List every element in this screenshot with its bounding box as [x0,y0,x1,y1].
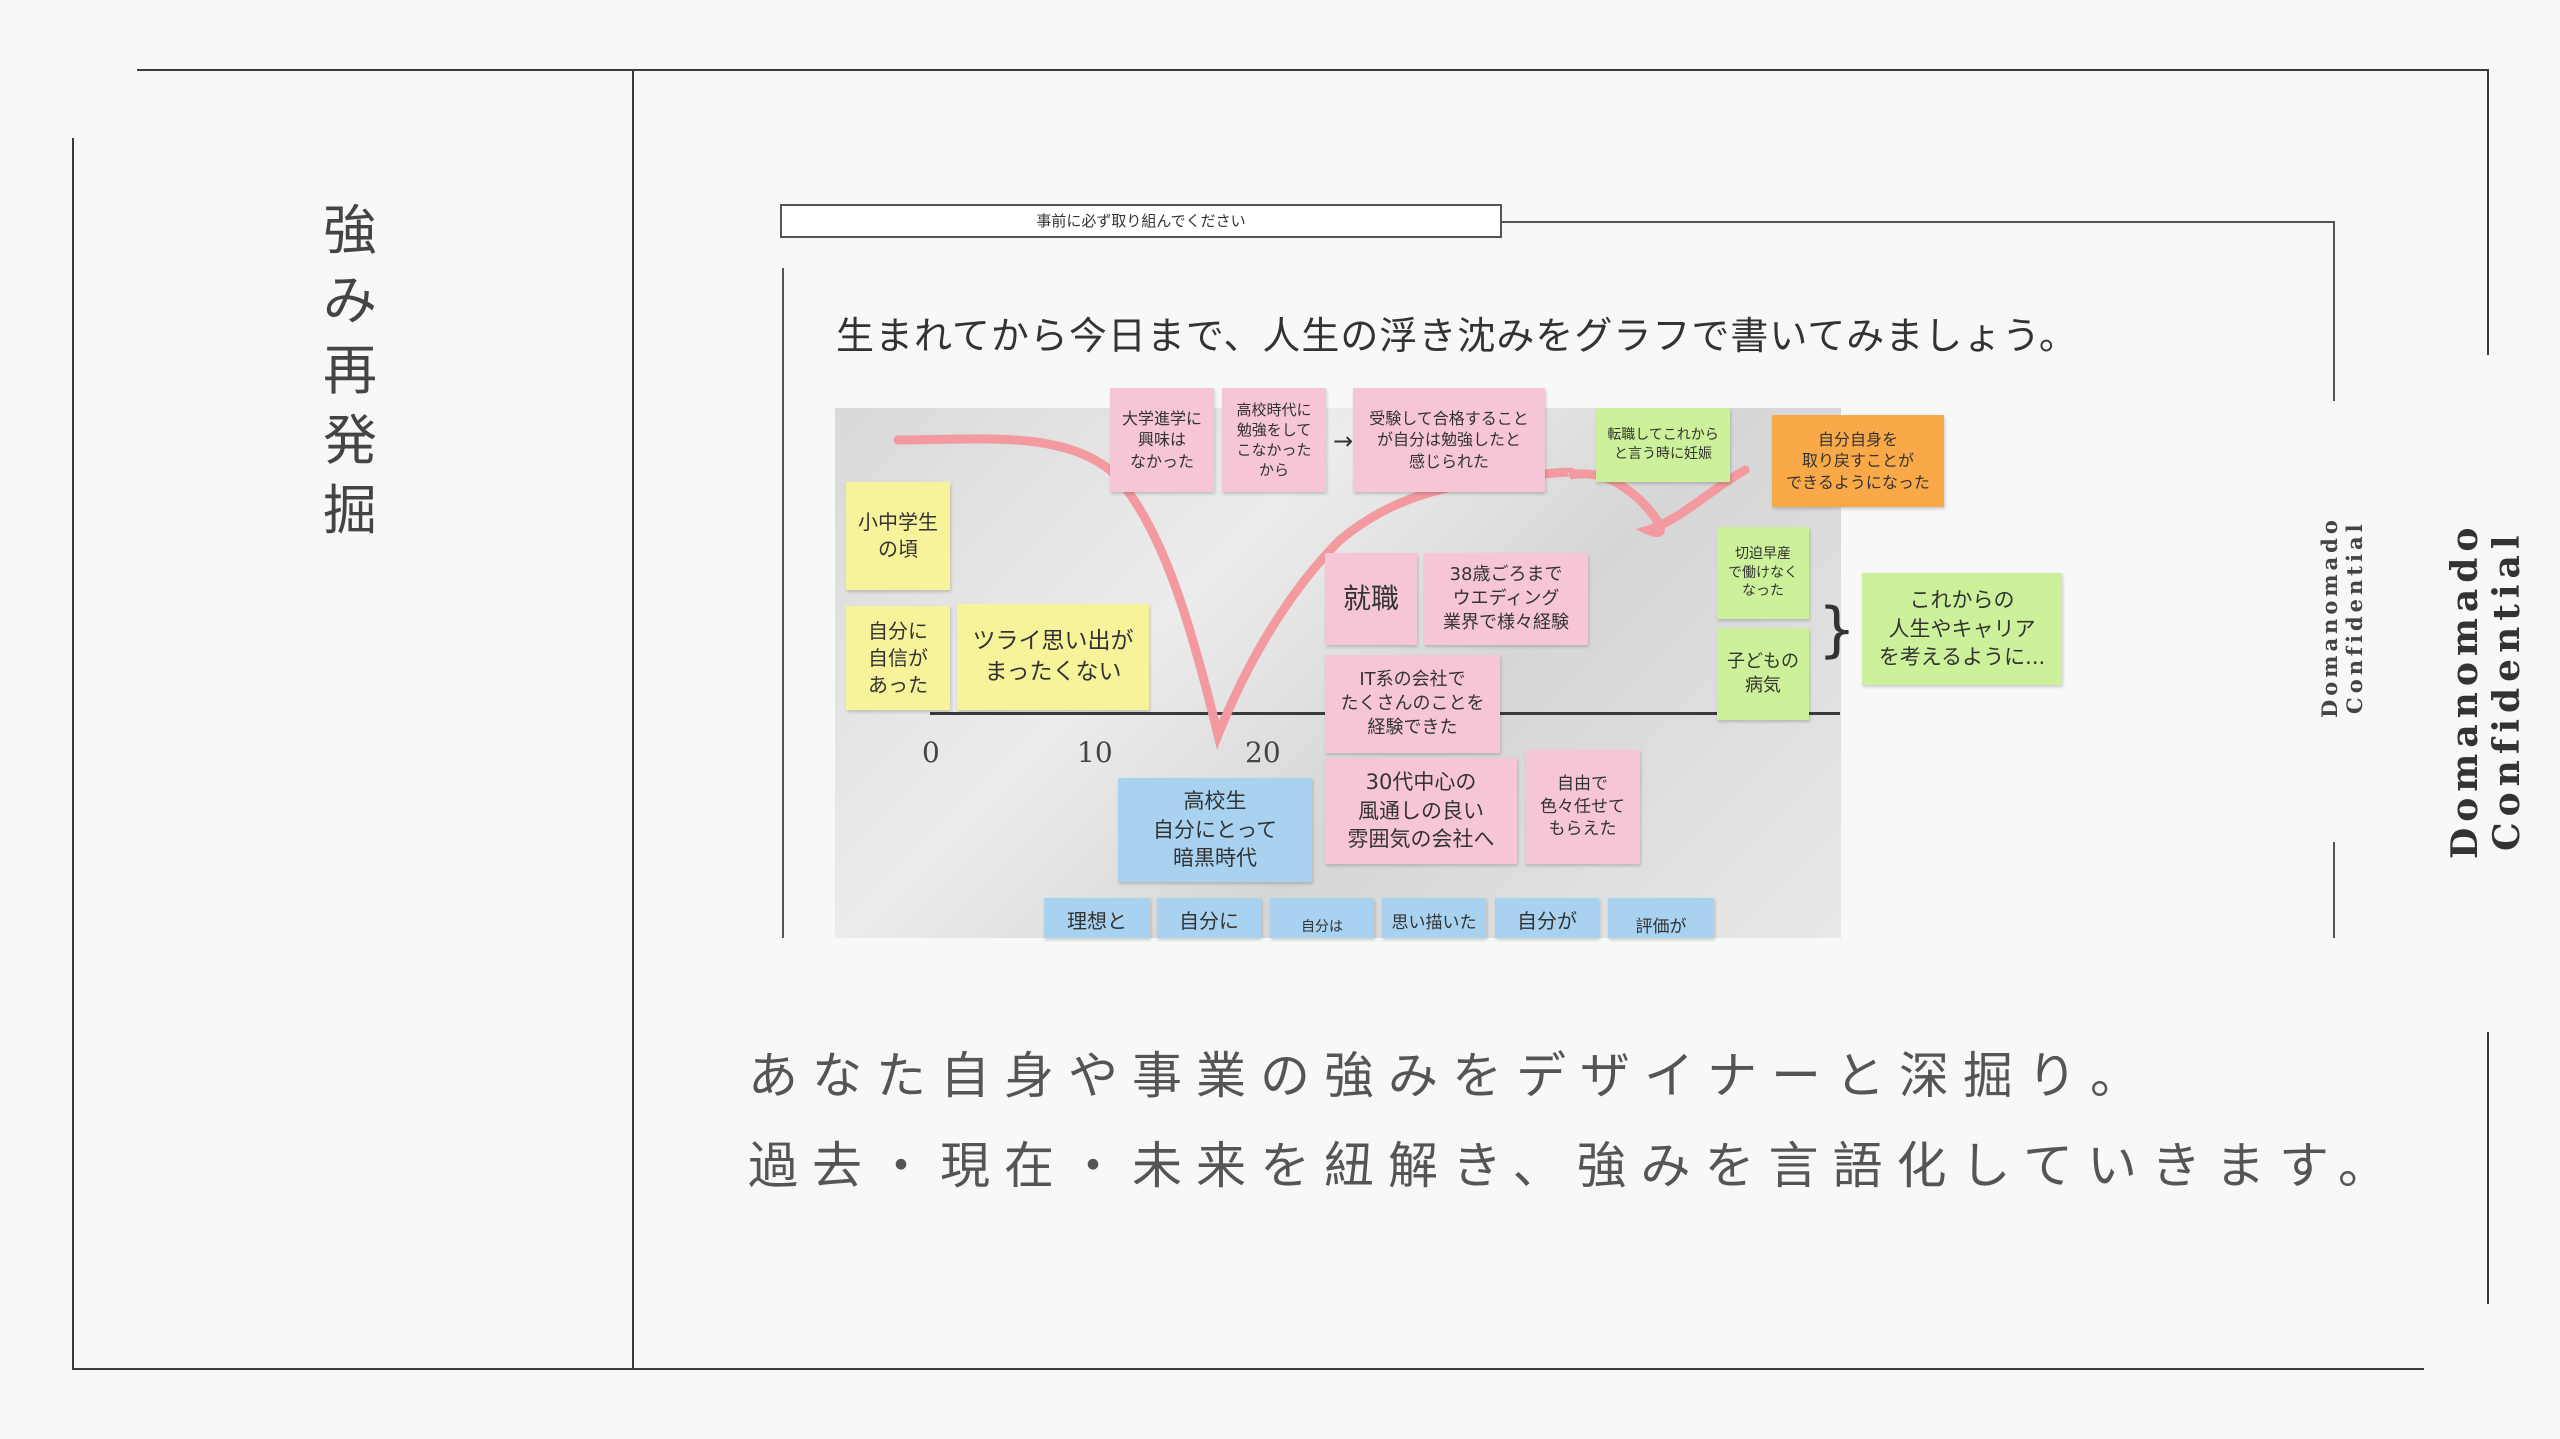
worksheet-left-line [782,268,784,938]
note-it-company: IT系の会社で たくさんのことを 経験できた [1325,655,1500,753]
worksheet-right-line-bottom [2333,842,2335,938]
note-early-birth: 切迫早産 で働けなく なった [1717,527,1809,619]
axis-tick: 10 [1077,736,1113,769]
note-thirties-company: 30代中心の 風通しの良い 雰囲気の会社へ [1325,758,1517,864]
frame-bottom-line [72,1368,2424,1370]
frame-top-line [137,69,2489,71]
worksheet-top-line [1502,221,2335,223]
note-bottom: 自分に [1157,898,1261,938]
note-employment: 就職 [1325,553,1417,645]
note-high-school: 高校生 自分にとって 暗黒時代 [1118,778,1312,882]
note-no-hard-memories: ツライ思い出が まったくない [957,604,1149,710]
note-no-study: 高校時代に 勉強をして こなかった から [1222,388,1326,492]
note-freedom: 自由で 色々任せて もらえた [1525,750,1640,864]
note-bottom: 評価が [1608,898,1714,938]
caption-line-1: あなた自身や事業の強みをデザイナーと深掘り。 [748,1047,2154,1105]
note-bottom: 思い描いた [1382,898,1486,938]
worksheet-right-line-top [2333,221,2335,401]
note-self-recovery: 自分自身を 取り戻すことが できるようになった [1772,415,1944,507]
axis-tick: 20 [1245,736,1281,769]
sidebar-divider [632,69,634,1370]
title-char: 掘 [323,479,377,542]
frame-left-line [72,138,74,1370]
note-passed-exam: 受験して合格すること が自分は勉強したと 感じられた [1353,388,1545,492]
caption-line-2: 過去・現在・未来を紐解き、強みを言語化していきます。 [748,1137,2402,1195]
confidential-watermark-large: Domanomado Confidential [2444,521,2528,859]
title-char: 発 [323,409,377,472]
note-job-change: 転職してこれから と言う時に妊娠 [1596,408,1730,482]
arrow-icon: → [1332,426,1354,455]
title-char: み [323,269,377,332]
title-char: 再 [323,339,377,402]
title-char: 強 [323,199,377,262]
axis-tick: 0 [922,736,940,769]
frame-right-line-bottom [2487,1032,2489,1304]
worksheet-header: 事前に必ず取り組んでください [780,204,1502,238]
note-bottom: 自分が [1495,898,1599,938]
note-uni-no-interest: 大学進学に 興味は なかった [1110,388,1214,492]
worksheet-question: 生まれてから今日まで、人生の浮き沈みをグラフで書いてみましょう。 [836,314,2078,358]
frame-right-line-top [2487,69,2489,355]
note-elementary: 小中学生 の頃 [846,482,950,590]
note-child-sick: 子どもの 病気 [1717,628,1809,720]
note-think-career: これからの 人生やキャリア を考えるように... [1862,573,2062,685]
page-title: 強 み 再 発 掘 [322,196,378,546]
note-wedding: 38歳ごろまで ウエディング 業界で様々経験 [1424,553,1588,645]
note-confident: 自分に 自信が あった [846,606,950,710]
note-bottom: 自分は [1270,898,1374,938]
brace-arrow-icon: } [1817,594,1857,665]
note-bottom: 理想と [1044,898,1150,938]
confidential-watermark-small: Domanomado Confidential [2317,516,2367,718]
